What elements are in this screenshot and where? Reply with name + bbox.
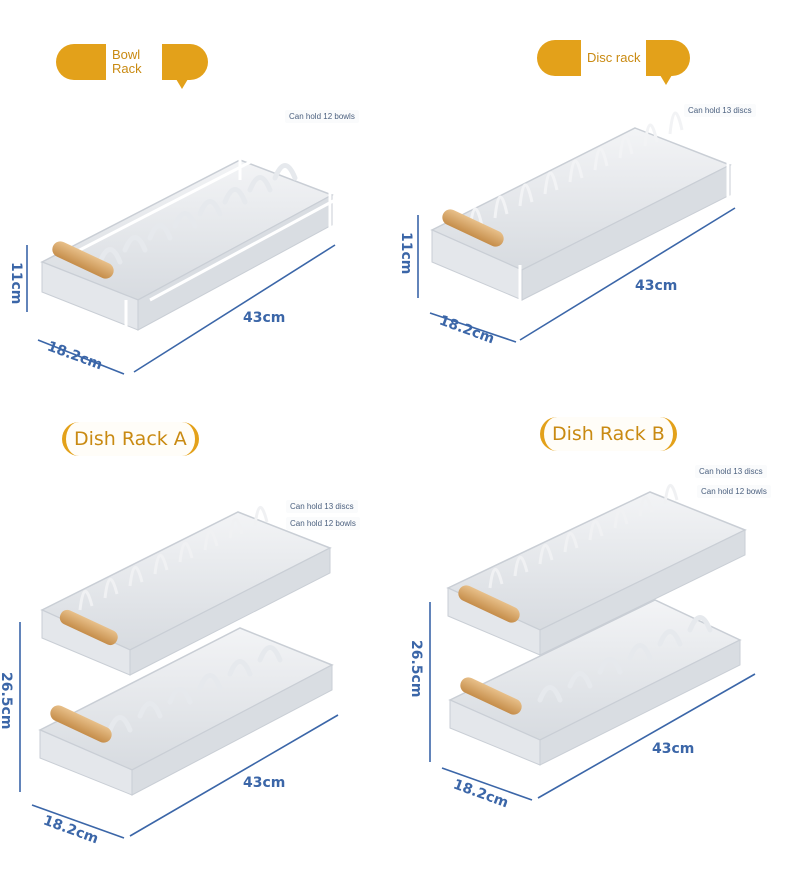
dish-rack-a-width: 43cm — [243, 775, 286, 791]
tag-pill-left — [537, 40, 581, 76]
tag-pill-left — [56, 44, 106, 80]
dish-rack-b-width: 43cm — [652, 741, 695, 757]
dish-rack-b-height: 26.5cm — [408, 640, 424, 698]
dish-rack-a-image — [19, 506, 339, 839]
disc-rack-title: Disc rack — [587, 50, 641, 65]
dish-rack-b-image — [429, 484, 756, 801]
dish-rack-b-bowl-note: Can hold 12 bowls — [697, 485, 771, 498]
bowl-rack-capacity-note: Can hold 12 bowls — [285, 110, 359, 123]
bowl-rack-height: 11cm — [8, 262, 24, 305]
bowl-rack-tag: Bowl Rack — [56, 44, 208, 89]
tag-pill-right — [646, 40, 691, 85]
disc-rack-height: 11cm — [398, 232, 414, 275]
disc-rack-width: 43cm — [635, 278, 678, 294]
bowl-rack-width: 43cm — [243, 310, 286, 326]
dish-rack-b-title: Dish Rack B — [540, 417, 677, 451]
bowl-rack-image — [26, 150, 336, 375]
dish-rack-a-title: Dish Rack A — [62, 422, 199, 456]
disc-rack-capacity-note: Can hold 13 discs — [684, 104, 756, 117]
dish-rack-a-bowl-note: Can hold 12 bowls — [286, 517, 360, 530]
dish-rack-a-disc-note: Can hold 13 discs — [286, 500, 358, 513]
disc-rack-tag: Disc rack — [537, 40, 691, 85]
bowl-rack-title: Bowl Rack — [112, 47, 142, 76]
dish-rack-a-height: 26.5cm — [0, 672, 14, 730]
dish-rack-b-disc-note: Can hold 13 discs — [695, 465, 767, 478]
tag-pill-right — [161, 44, 208, 89]
disc-rack-image — [417, 111, 736, 343]
